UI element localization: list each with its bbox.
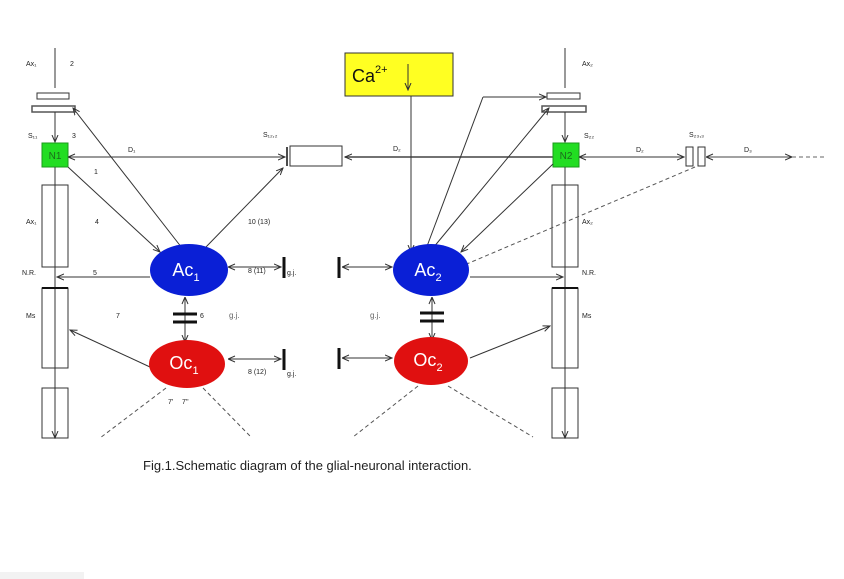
axon-lower-left	[41, 387, 69, 439]
label-gj-mid-left: g.j.	[229, 311, 240, 320]
label-7p: 7'	[168, 399, 173, 406]
astrocyte-ac1	[150, 244, 228, 296]
astrocyte-ac2	[393, 244, 469, 296]
label-nr-left: N.R.	[22, 270, 36, 277]
calcium-label: Ca2+	[352, 64, 388, 86]
dashed-oc2-left	[352, 385, 419, 438]
label-ms-left: Ms	[26, 313, 36, 320]
synapse-mid-box	[289, 145, 343, 167]
label-ms-right: Ms	[582, 313, 592, 320]
left-neuron-column: N1	[31, 48, 76, 439]
label-6: 6	[200, 313, 204, 320]
footer-strip	[0, 572, 84, 579]
oligodendrocyte-oc1	[149, 340, 225, 388]
label-ax1: Ax₁	[26, 219, 37, 226]
edge-n1-ac1	[67, 166, 160, 252]
postsynaptic-bar-left	[31, 105, 76, 113]
label-1: 1	[94, 169, 98, 176]
astrocyte-ac2-label: Ac2	[414, 260, 441, 284]
label-d-right1: D₂	[636, 147, 644, 154]
dashed-ac2-synapse-far	[461, 166, 696, 267]
neuron-n2-label: N2	[560, 151, 573, 162]
label-7pp: 7''	[182, 399, 189, 406]
label-d-right2: D₃	[744, 147, 752, 154]
synapse-far-pre	[685, 146, 694, 167]
label-nr-right: N.R.	[582, 270, 596, 277]
edge-ac1-synapse-mid	[204, 168, 283, 249]
label-7: 7	[116, 313, 120, 320]
edge-ac2-postsynaptic-right	[432, 108, 549, 249]
label-gj-oc1: g.j.	[287, 371, 296, 378]
edge-ac2-top	[425, 96, 484, 250]
calcium-box	[344, 52, 454, 97]
label-3: 3	[72, 133, 76, 140]
label-4: 4	[95, 219, 99, 226]
presynaptic-bar-left	[36, 92, 70, 100]
label-gj-ac1: g.j.	[287, 270, 296, 277]
label-gj-mid-right: g.j.	[370, 311, 381, 320]
axon-lower-right	[551, 387, 579, 439]
right-neuron-column: N2	[541, 48, 587, 439]
label-8-12: 8 (12)	[248, 369, 266, 376]
label-8-11: 8 (11)	[248, 268, 266, 275]
presynaptic-bar-right	[546, 92, 581, 100]
edge-n2-ac2	[461, 163, 554, 252]
edge-oc1-myelin	[70, 330, 151, 368]
axon-segment-left	[41, 184, 69, 268]
label-5: 5	[93, 270, 97, 277]
dashed-oc1-right	[202, 387, 251, 437]
edge-oc2-myelin	[469, 326, 550, 359]
label-s-right: S₂₂	[584, 133, 594, 140]
label-d-mid: D₂	[393, 146, 401, 153]
axon-segment-right	[551, 184, 579, 268]
label-d-left: D₁	[128, 147, 136, 154]
label-ax2: Ax₂	[582, 219, 593, 226]
synapse-far-post	[697, 146, 706, 167]
oligodendrocyte-oc2-label: Oc2	[413, 350, 442, 374]
label-s-left: S₁₁	[28, 133, 38, 140]
figure-caption: Fig.1.Schematic diagram of the glial-neu…	[143, 458, 472, 473]
label-10-13: 10 (13)	[248, 219, 270, 226]
oligodendrocyte-oc2	[394, 337, 468, 385]
label-2: 2	[70, 61, 74, 68]
label-ax-top-right: Ax₂	[582, 61, 593, 68]
oligodendrocyte-oc1-label: Oc1	[169, 353, 198, 377]
label-s-mid: S₁₂,₂	[263, 132, 278, 139]
label-ax-top-left: Ax₁	[26, 61, 37, 68]
edge-ac1-synapse-left	[73, 108, 183, 249]
neuron-n1-label: N1	[49, 151, 62, 162]
astrocyte-ac1-label: Ac1	[172, 260, 199, 284]
dashed-oc1-left	[99, 387, 167, 439]
dashed-oc2-right	[447, 385, 534, 438]
label-s-far: S₂₃,₃	[689, 132, 704, 139]
